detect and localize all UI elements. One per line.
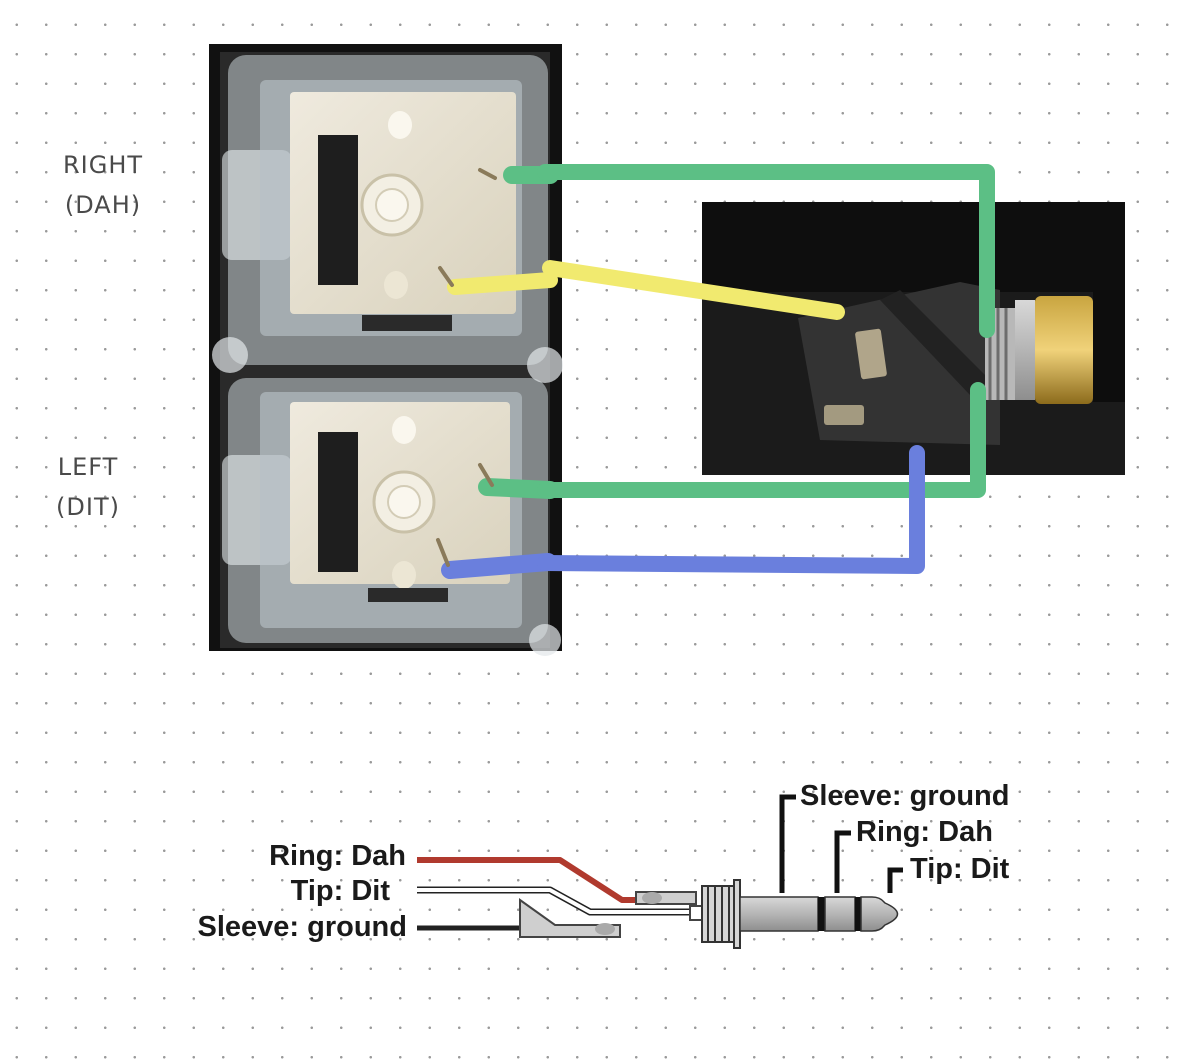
right-switch-label-line2: (DAH): [64, 191, 142, 219]
plug-label-sleeve: Sleeve: ground: [800, 780, 1010, 812]
blue-wire: [537, 445, 925, 574]
tip-leader: [887, 867, 903, 893]
sleeve-lug: [519, 898, 621, 938]
plug-sleeve: [739, 896, 819, 932]
plug-insulator-1: [818, 897, 825, 931]
right-switch: [260, 80, 522, 336]
wire-label-sleeve: Sleeve: ground: [197, 911, 408, 943]
wire-label-tip: Tip: Dit: [290, 875, 390, 907]
left-switch-label-line1: LEFT: [57, 453, 119, 481]
green-wire-bottom: [537, 382, 986, 498]
right-switch-label-line1: RIGHT: [62, 151, 144, 179]
left-switch: [260, 392, 522, 628]
blue-wire-short: [441, 553, 557, 579]
jack-schematic: [417, 794, 903, 949]
green-wire-top: [537, 164, 995, 338]
plug-insulator-2: [855, 897, 861, 931]
left-switch-label: LEFT (DIT): [13, 447, 163, 527]
sleeve-leader: [779, 794, 796, 893]
left-switch-label-line2: (DIT): [56, 493, 120, 521]
ring-leader: [834, 830, 851, 893]
plug-label-tip: Tip: Dit: [910, 853, 1010, 885]
right-switch-label: RIGHT (DAH): [28, 145, 178, 225]
wires: [436, 164, 995, 579]
plug-ring: [824, 896, 856, 932]
ring-wire: [417, 857, 650, 903]
plug-label-ring: Ring: Dah: [856, 816, 993, 848]
yellow-wire-short: [447, 272, 558, 295]
switch-photo: [209, 44, 563, 656]
jack-photo: [702, 202, 1125, 475]
plug-tip: [860, 896, 899, 932]
yellow-wire: [542, 260, 845, 320]
wire-label-ring: Ring: Dah: [269, 840, 406, 872]
tip-wire: [417, 888, 690, 914]
